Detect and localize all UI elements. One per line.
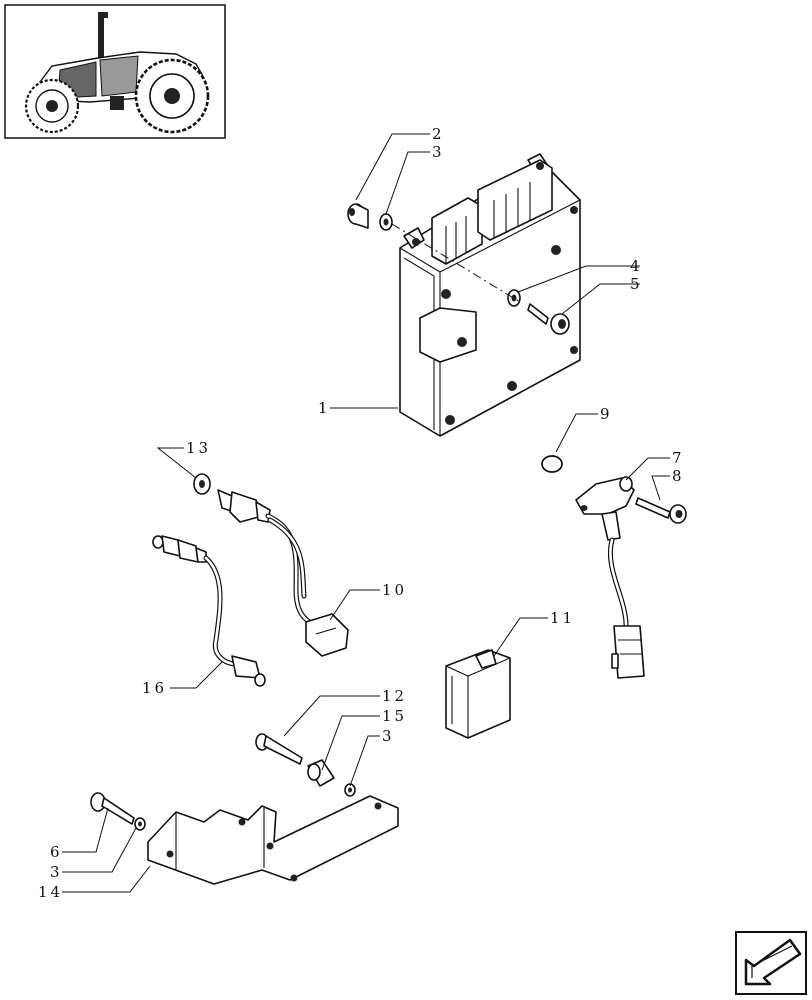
- callout-5: 5: [630, 275, 643, 293]
- callout-7: 7: [672, 449, 685, 467]
- control-unit-housing: [399, 153, 581, 437]
- callout-3-top: 3: [432, 143, 445, 161]
- callout-labels: 2 3 4 5 1 9 7 8 13 10 11 12 15 3 16 6 3 …: [38, 125, 685, 901]
- callout-10: 10: [382, 581, 407, 599]
- callout-9: 9: [600, 405, 613, 423]
- tractor-thumbnail: [4, 4, 226, 139]
- tractor-icon: [24, 12, 210, 134]
- callout-8: 8: [672, 467, 685, 485]
- callout-3-left: 3: [50, 863, 63, 881]
- callout-16: 16: [142, 679, 167, 697]
- temperature-sensor-harness: [193, 473, 349, 657]
- callout-1: 1: [318, 399, 331, 417]
- callout-13: 13: [186, 439, 211, 457]
- callout-12: 12: [382, 687, 407, 705]
- ecu-fixings: [347, 203, 570, 335]
- leader-lines: [62, 133, 670, 893]
- callout-2: 2: [432, 125, 445, 143]
- speed-sensor: [541, 455, 687, 679]
- callout-14: 14: [38, 883, 63, 901]
- pressure-sensor-harness: [152, 535, 266, 687]
- relay-module: [445, 649, 511, 739]
- mounting-bracket: [90, 733, 399, 885]
- callout-4: 4: [630, 257, 643, 275]
- next-page-arrow-icon[interactable]: [744, 938, 802, 986]
- next-page-button[interactable]: [735, 931, 807, 995]
- callout-11: 11: [550, 609, 575, 627]
- callout-15: 15: [382, 707, 407, 725]
- callout-3-right: 3: [382, 727, 395, 745]
- callout-6: 6: [50, 843, 63, 861]
